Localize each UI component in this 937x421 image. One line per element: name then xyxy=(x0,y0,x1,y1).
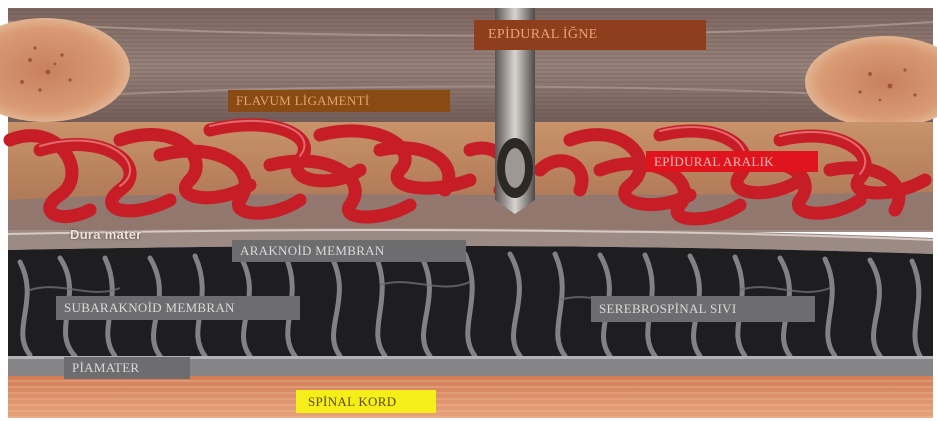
label-epidural-needle: EPİDURAL İĞNE xyxy=(474,20,706,50)
label-arachnoid-membrane: ARAKNOİD MEMBRAN xyxy=(232,240,466,262)
label-epidural-space: EPİDURAL ARALIK xyxy=(646,151,818,172)
label-dura-mater: Dura mater xyxy=(70,226,142,242)
label-flavum-ligament: FLAVUM LİGAMENTİ xyxy=(228,90,450,112)
label-spinal-cord: SPİNAL KORD xyxy=(296,390,436,413)
label-cerebrospinal-fluid: SEREBROSPİNAL SIVI xyxy=(591,296,815,322)
spinal-cord-layer xyxy=(8,376,933,418)
ligament-layer xyxy=(8,8,933,126)
label-pia-mater: PİAMATER xyxy=(64,357,190,379)
label-subarachnoid-membrane: SUBARAKNOİD MEMBRAN xyxy=(56,296,300,320)
